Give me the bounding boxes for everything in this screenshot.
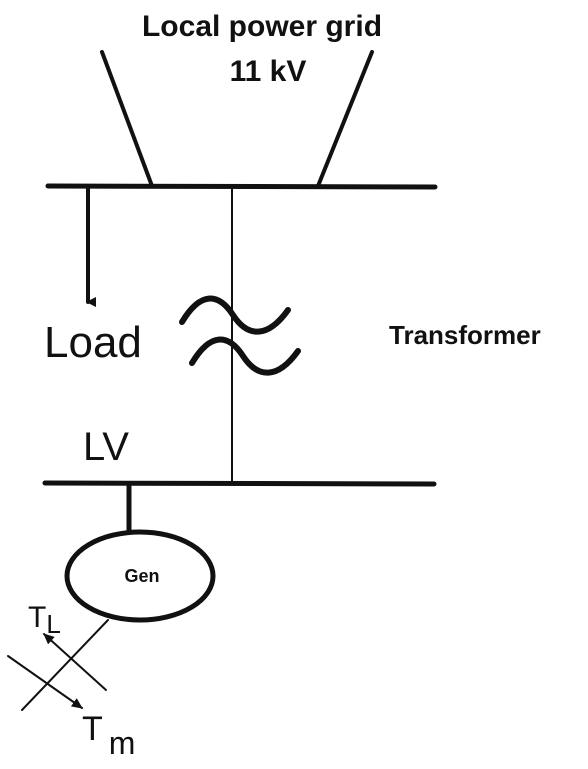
transformer-secondary-winding-symbol	[189, 336, 301, 376]
generator-circle	[64, 529, 216, 623]
load-torque-arrow	[43, 633, 107, 691]
transformer-label: Transformer	[389, 320, 541, 350]
lv-label: LV	[83, 425, 129, 469]
load-torque-label: TL	[28, 601, 61, 639]
generator-label: Gen	[124, 566, 159, 586]
mechanical-torque-arrow	[7, 655, 83, 709]
hv-busbar	[45, 183, 438, 190]
grid-voltage-label: 11 kV	[230, 55, 307, 88]
grid-feed-line-right	[316, 50, 374, 188]
grid-title: Local power grid	[142, 10, 382, 43]
transformer-primary-winding-symbol	[179, 295, 291, 335]
load-label: Load	[44, 318, 142, 367]
grid-feed-line-left	[100, 50, 154, 188]
generator-shaft-line	[21, 619, 109, 711]
lv-busbar	[42, 480, 437, 487]
